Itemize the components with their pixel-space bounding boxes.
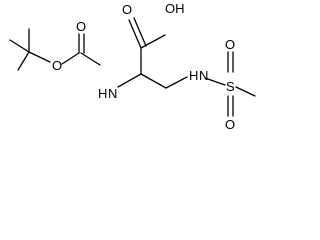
bond-ester-o-to-carbonyl-c <box>61 52 80 65</box>
sulfur-label: S <box>226 79 235 94</box>
bond-quaternary-to-ester-o <box>28 51 51 63</box>
bond-n-to-alpha-c <box>117 73 142 88</box>
sulfonyl-o-top-label: O <box>225 37 235 52</box>
sulfonamide-n-label: N <box>199 68 208 83</box>
sulfonamide-h-label: H <box>189 68 198 83</box>
bond-alpha-c-to-ch2 <box>140 73 167 89</box>
boc-carbonyl-o-label: O <box>76 19 86 34</box>
chemical-structure: OH O O O H N H N S O O <box>9 1 256 132</box>
bond-carboxyl-c-to-oh <box>140 34 166 49</box>
bond-carboxyl-double-1 <box>128 19 142 49</box>
amide-n-label: N <box>108 86 117 101</box>
bond-ch2-to-sulfonamide-n <box>165 76 188 89</box>
backbone <box>117 17 188 89</box>
sulfonyl-o-bottom-label: O <box>225 117 235 132</box>
boc-ester-o-label: O <box>52 58 62 73</box>
bond-methyl-left <box>9 39 30 53</box>
bond-carbonyl-c-to-n <box>80 52 101 66</box>
amide-h-label: H <box>98 86 107 101</box>
bond-carboxyl-double-2 <box>133 17 147 47</box>
boc-group <box>61 33 101 66</box>
bond-s-to-methyl <box>235 86 256 97</box>
bond-methyl-bottom <box>17 51 30 71</box>
carboxyl-oh-label: OH <box>165 1 185 16</box>
tert-butyl-group <box>9 28 51 71</box>
carboxyl-o-label: O <box>122 2 132 17</box>
bond-n-to-s <box>204 77 226 86</box>
methanesulfonyl-group <box>204 51 256 117</box>
